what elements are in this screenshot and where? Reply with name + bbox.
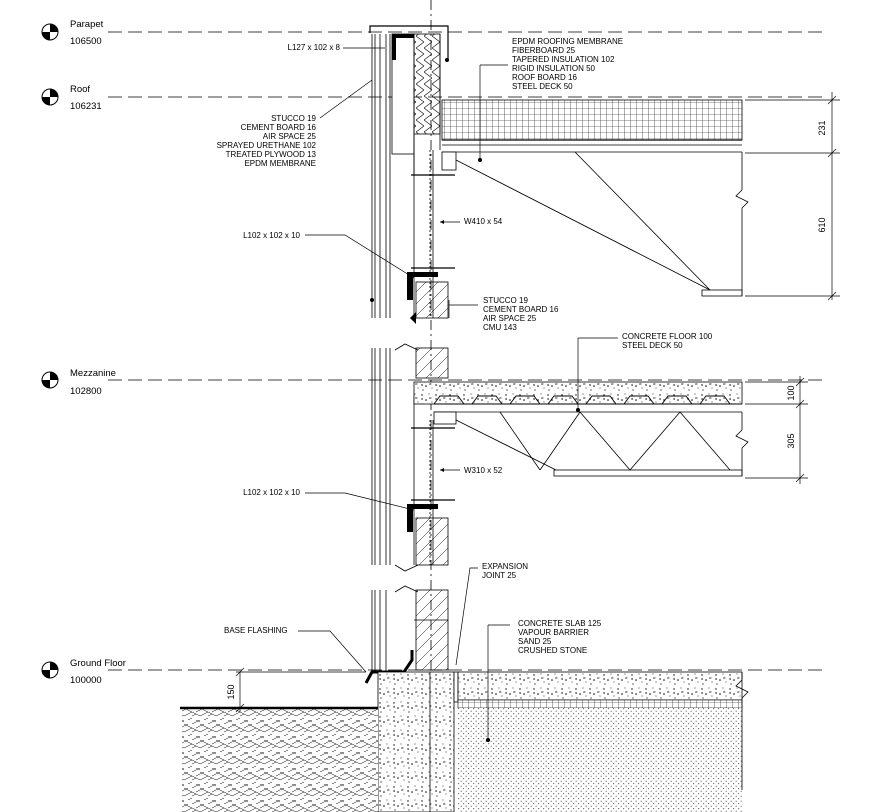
leader-lines [298, 47, 618, 740]
level-elevation: 102800 [70, 386, 102, 397]
level-elevation: 106231 [70, 101, 102, 112]
level-elevation: 106500 [70, 36, 102, 47]
expansion-joint [453, 671, 459, 703]
ground-wall [371, 585, 449, 672]
level-elevation: 100000 [70, 675, 102, 686]
label-roof-assembly: EPDM ROOFING MEMBRANE FIBERBOARD 25 TAPE… [512, 37, 623, 91]
parapet-angle [392, 34, 414, 60]
level-marker-ground: Ground Floor 100000 [41, 658, 126, 686]
svg-text:CEMENT BOARD 16: CEMENT BOARD 16 [241, 123, 317, 132]
dim-mezz-joist: 305 [786, 433, 796, 448]
svg-text:CEMENT BOARD 16: CEMENT BOARD 16 [483, 305, 559, 314]
dimension-lines [235, 92, 840, 713]
label-base-flashing: BASE FLASHING [224, 626, 288, 635]
ground-slab [457, 671, 749, 812]
svg-text:STEEL DECK 50: STEEL DECK 50 [512, 82, 573, 91]
level-marker-mezzanine: Mezzanine 102800 [41, 368, 116, 397]
svg-text:JOINT 25: JOINT 25 [482, 571, 517, 580]
upper-cmu [415, 281, 449, 319]
dim-roof-deck: 231 [817, 120, 827, 135]
exterior-grade [180, 706, 378, 812]
svg-text:EPDM ROOFING MEMBRANE: EPDM ROOFING MEMBRANE [512, 37, 623, 46]
svg-text:AIR SPACE 25: AIR SPACE 25 [483, 314, 537, 323]
svg-text:STUCCO 19: STUCCO 19 [271, 114, 316, 123]
parapet-wall [369, 25, 455, 318]
svg-text:CONCRETE FLOOR 100: CONCRETE FLOOR 100 [622, 332, 713, 341]
svg-text:EXPANSION: EXPANSION [482, 562, 528, 571]
upper-angle [407, 272, 438, 300]
label-mezz-floor: CONCRETE FLOOR 100 STEEL DECK 50 [622, 332, 713, 350]
roof-assembly [441, 99, 743, 171]
label-mezz-beam: W310 x 52 [464, 466, 503, 475]
lower-angle [407, 504, 438, 532]
level-name: Roof [70, 84, 90, 95]
svg-text:CONCRETE SLAB 125: CONCRETE SLAB 125 [518, 619, 602, 628]
break-mark [410, 312, 416, 324]
dim-roof-joist: 610 [817, 217, 827, 232]
svg-text:CMU 143: CMU 143 [483, 323, 517, 332]
svg-text:SPRAYED URETHANE 102: SPRAYED URETHANE 102 [217, 141, 317, 150]
label-lower-angle: L102 x 102 x 10 [243, 488, 300, 497]
dim-mezz-floor: 100 [786, 385, 796, 400]
label-slab-assembly: CONCRETE SLAB 125 VAPOUR BARRIER SAND 25… [518, 619, 602, 655]
level-name: Parapet [70, 19, 104, 30]
level-marker-parapet: Parapet 106500 [41, 19, 104, 47]
svg-text:ROOF BOARD 16: ROOF BOARD 16 [512, 73, 577, 82]
svg-text:AIR SPACE 25: AIR SPACE 25 [263, 132, 317, 141]
mezzanine-wall [371, 343, 455, 572]
leader-dots [370, 58, 580, 742]
level-name: Mezzanine [70, 368, 116, 379]
label-parapet-angle: L127 x 102 x 8 [288, 43, 341, 52]
level-marker-roof: Roof 106231 [41, 84, 102, 112]
label-expansion-joint: EXPANSION JOINT 25 [482, 562, 528, 580]
label-wall-assembly: STUCCO 19 CEMENT BOARD 16 AIR SPACE 25 C… [483, 296, 559, 332]
svg-text:CRUSHED STONE: CRUSHED STONE [518, 646, 587, 655]
svg-text:FIBERBOARD 25: FIBERBOARD 25 [512, 46, 576, 55]
svg-text:TREATED PLYWOOD 13: TREATED PLYWOOD 13 [226, 150, 317, 159]
svg-text:STUCCO 19: STUCCO 19 [483, 296, 528, 305]
svg-text:STEEL DECK 50: STEEL DECK 50 [622, 341, 683, 350]
level-name: Ground Floor [70, 658, 126, 669]
svg-text:VAPOUR BARRIER: VAPOUR BARRIER [518, 628, 589, 637]
label-roof-beam: W410 x 54 [464, 217, 503, 226]
foundation-wall [377, 671, 455, 812]
svg-text:RIGID INSULATION 50: RIGID INSULATION 50 [512, 64, 596, 73]
svg-text:SAND 25: SAND 25 [518, 637, 552, 646]
svg-text:EPDM MEMBRANE: EPDM MEMBRANE [244, 159, 316, 168]
label-parapet-wall: STUCCO 19 CEMENT BOARD 16 AIR SPACE 25 S… [217, 114, 317, 168]
label-upper-angle: L102 x 102 x 10 [243, 231, 300, 240]
dim-grade: 150 [226, 684, 236, 699]
svg-text:TAPERED INSULATION 102: TAPERED INSULATION 102 [512, 55, 615, 64]
mezzanine-joist [455, 411, 749, 477]
roof-joist [455, 151, 749, 297]
